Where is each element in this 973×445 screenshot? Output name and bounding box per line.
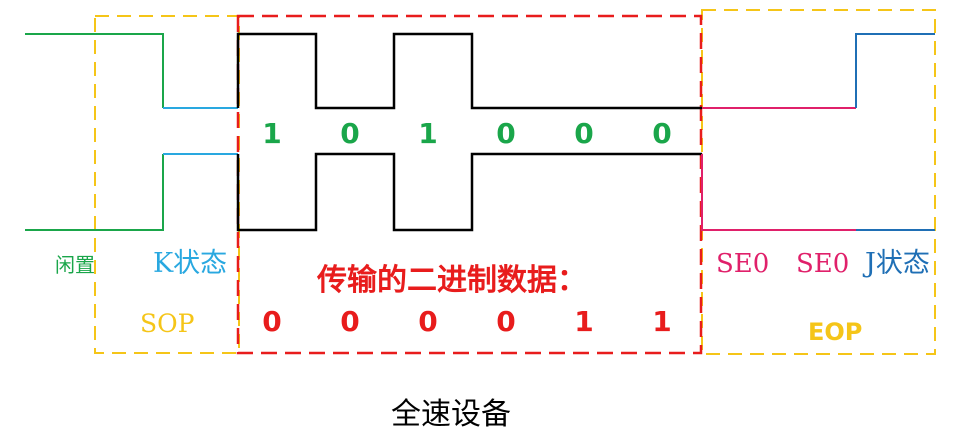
se0-label-1: SE0 (716, 249, 769, 279)
upper-bit-5: 0 (652, 117, 671, 150)
data-dplus-waveform (236, 32, 702, 110)
upper-bit-3: 0 (496, 117, 515, 150)
lower-bit-3: 0 (496, 305, 515, 338)
upper-bit-row: 1 0 1 0 0 0 (262, 117, 671, 150)
sop-label: SOP (140, 309, 194, 338)
j-state-label: J状态 (862, 248, 930, 279)
se0-dminus-line (701, 154, 856, 231)
upper-bit-0: 1 (262, 117, 281, 150)
idle-dminus-line (25, 154, 164, 231)
upper-bit-1: 0 (340, 117, 359, 150)
lower-bit-1: 0 (340, 305, 359, 338)
diagram-caption: 全速设备 (391, 397, 511, 432)
eop-label: EOP (808, 318, 862, 346)
data-region-box (236, 14, 703, 355)
upper-bit-4: 0 (574, 117, 593, 150)
lower-bit-4: 1 (574, 305, 593, 338)
eop-region-box (701, 9, 936, 355)
k-state-label: K状态 (153, 248, 227, 279)
lower-bit-2: 0 (418, 305, 437, 338)
sop-region-box (94, 15, 240, 354)
idle-dplus-line (25, 33, 164, 108)
lower-bit-0: 0 (262, 305, 281, 338)
data-dminus-waveform (236, 152, 702, 232)
data-title-label: 传输的二进制数据： (316, 263, 587, 298)
se0-label-2: SE0 (796, 249, 849, 279)
j-state-dplus-line (855, 33, 935, 108)
idle-label: 闲置 (55, 253, 95, 277)
lower-bit-row: 0 0 0 0 1 1 (262, 305, 671, 338)
lower-bit-5: 1 (652, 305, 671, 338)
upper-bit-2: 1 (418, 117, 437, 150)
